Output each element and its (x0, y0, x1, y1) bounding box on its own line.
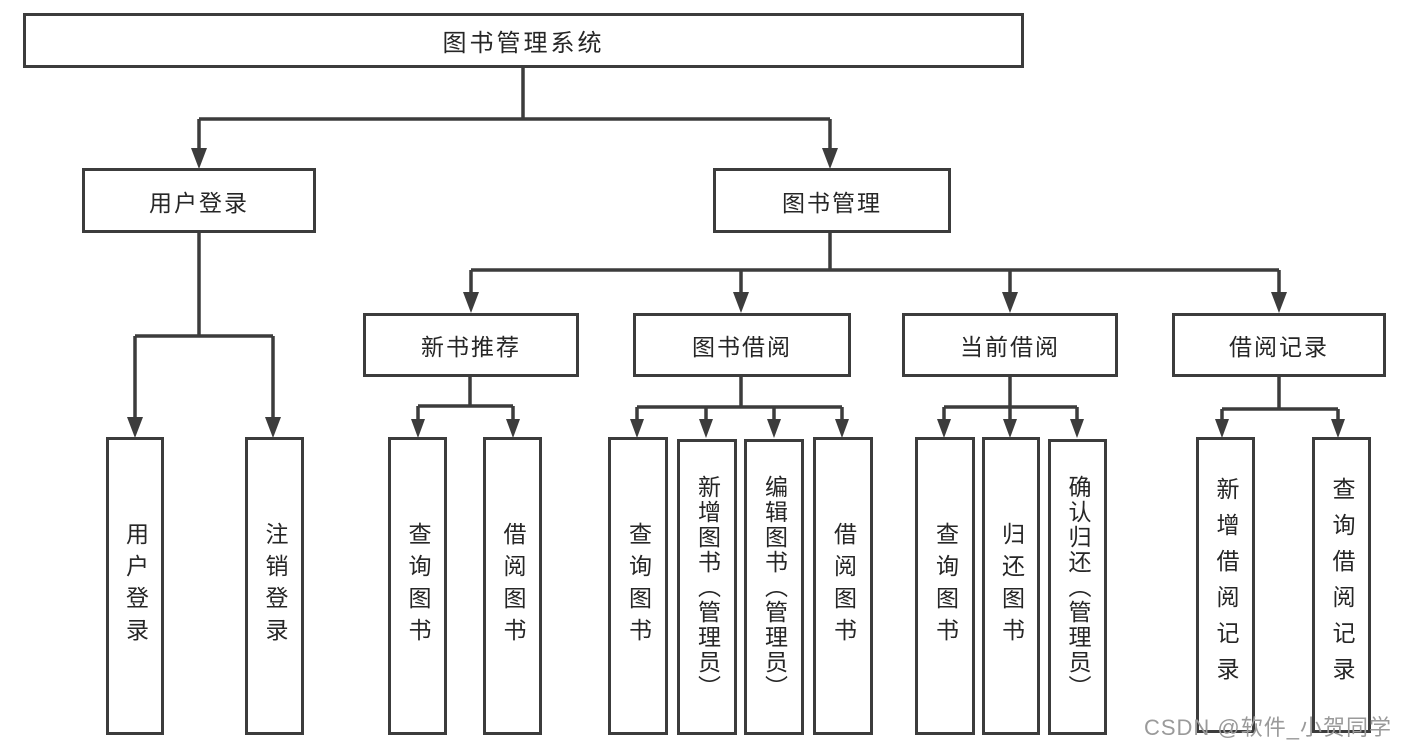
leaf-logout: 注销登录 (245, 437, 304, 735)
node-current-borrowing: 当前借阅 (902, 313, 1118, 377)
leaf-current-query-books: 查询图书 (915, 437, 975, 735)
leaf-confirm-return-admin: 确认归还（管理员） (1048, 439, 1107, 735)
node-user-login: 用户登录 (82, 168, 316, 233)
leaf-query-borrow-record: 查询借阅记录 (1312, 437, 1371, 733)
node-book-management: 图书管理 (713, 168, 951, 233)
leaf-user-login-label: 用户登录 (122, 522, 149, 650)
leaf-return-books-label: 归还图书 (998, 522, 1025, 650)
node-borrow-records-label: 借阅记录 (1229, 334, 1329, 360)
node-root-label: 图书管理系统 (442, 30, 605, 57)
node-borrow-records: 借阅记录 (1172, 313, 1386, 377)
node-new-book-recommend: 新书推荐 (363, 313, 579, 377)
leaf-add-borrow-record-label: 新增借阅记录 (1213, 477, 1239, 693)
leaf-logout-label: 注销登录 (262, 522, 288, 650)
leaf-newbook-query-books-label: 查询图书 (405, 522, 431, 650)
leaf-user-login: 用户登录 (106, 437, 164, 735)
leaf-borrowing-query-books: 查询图书 (608, 437, 668, 735)
leaf-add-books-admin-label: 新增图书（管理员） (694, 474, 721, 700)
node-current-borrowing-label: 当前借阅 (960, 334, 1060, 360)
leaf-edit-books-admin: 编辑图书（管理员） (744, 439, 804, 735)
node-book-borrowing-label: 图书借阅 (692, 334, 792, 360)
leaf-current-query-books-label: 查询图书 (932, 522, 959, 650)
node-root: 图书管理系统 (23, 13, 1024, 68)
leaf-add-books-admin: 新增图书（管理员） (677, 439, 737, 735)
node-new-book-recommend-label: 新书推荐 (421, 334, 521, 360)
leaf-return-books: 归还图书 (982, 437, 1040, 735)
leaf-edit-books-admin-label: 编辑图书（管理员） (761, 474, 788, 700)
leaf-borrowing-query-books-label: 查询图书 (625, 522, 652, 650)
node-book-management-label: 图书管理 (782, 189, 882, 216)
leaf-borrow-books: 借阅图书 (813, 437, 873, 735)
leaf-newbook-borrow-books-label: 借阅图书 (500, 522, 526, 650)
leaf-add-borrow-record: 新增借阅记录 (1196, 437, 1255, 733)
csdn-watermark: CSDN @软件_小贺同学 (1143, 715, 1392, 740)
node-user-login-label: 用户登录 (149, 189, 249, 216)
leaf-newbook-query-books: 查询图书 (388, 437, 447, 735)
leaf-query-borrow-record-label: 查询借阅记录 (1329, 477, 1355, 693)
leaf-borrow-books-label: 借阅图书 (830, 522, 857, 650)
leaf-confirm-return-admin-label: 确认归还（管理员） (1065, 474, 1091, 700)
node-book-borrowing: 图书借阅 (633, 313, 851, 377)
leaf-newbook-borrow-books: 借阅图书 (483, 437, 542, 735)
